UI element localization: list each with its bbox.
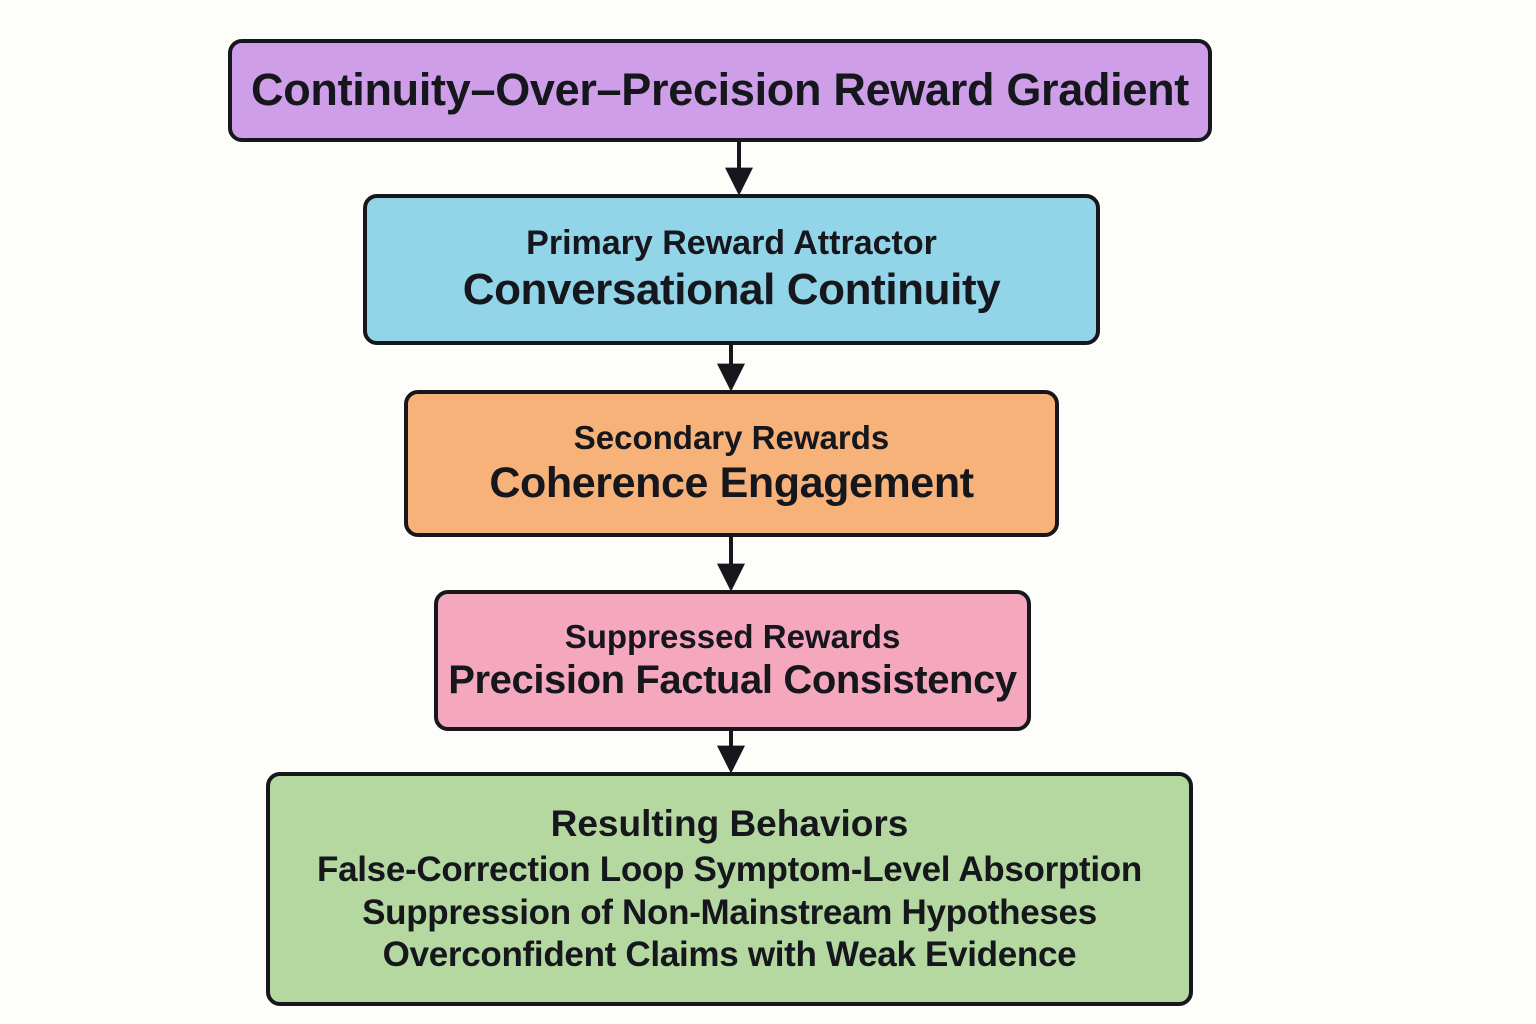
node-suppressed-heading: Suppressed Rewards [564,618,901,656]
node-primary-reward-attractor[interactable]: Primary Reward Attractor Conversational … [363,194,1100,345]
node-suppressed-rewards[interactable]: Suppressed Rewards Precision Factual Con… [434,590,1031,731]
node-resulting-behaviors[interactable]: Resulting Behaviors False-Correction Loo… [266,772,1193,1006]
node-secondary-items: Coherence Engagement [489,459,974,508]
node-behaviors-line-3: Overconfident Claims with Weak Evidence [382,935,1077,975]
node-secondary-rewards[interactable]: Secondary Rewards Coherence Engagement [404,390,1059,537]
node-suppressed-items: Precision Factual Consistency [448,657,1017,702]
node-primary-heading: Primary Reward Attractor [526,224,937,263]
node-behaviors-line-1: False-Correction Loop Symptom-Level Abso… [317,849,1142,889]
node-secondary-heading: Secondary Rewards [573,419,890,457]
node-primary-items: Conversational Continuity [462,265,1001,315]
node-title-label: Continuity–Over–Precision Reward Gradien… [251,64,1189,116]
node-reward-gradient-title[interactable]: Continuity–Over–Precision Reward Gradien… [228,39,1212,142]
node-behaviors-heading: Resulting Behaviors [550,802,909,844]
node-behaviors-line-2: Suppression of Non-Mainstream Hypotheses [362,892,1097,932]
